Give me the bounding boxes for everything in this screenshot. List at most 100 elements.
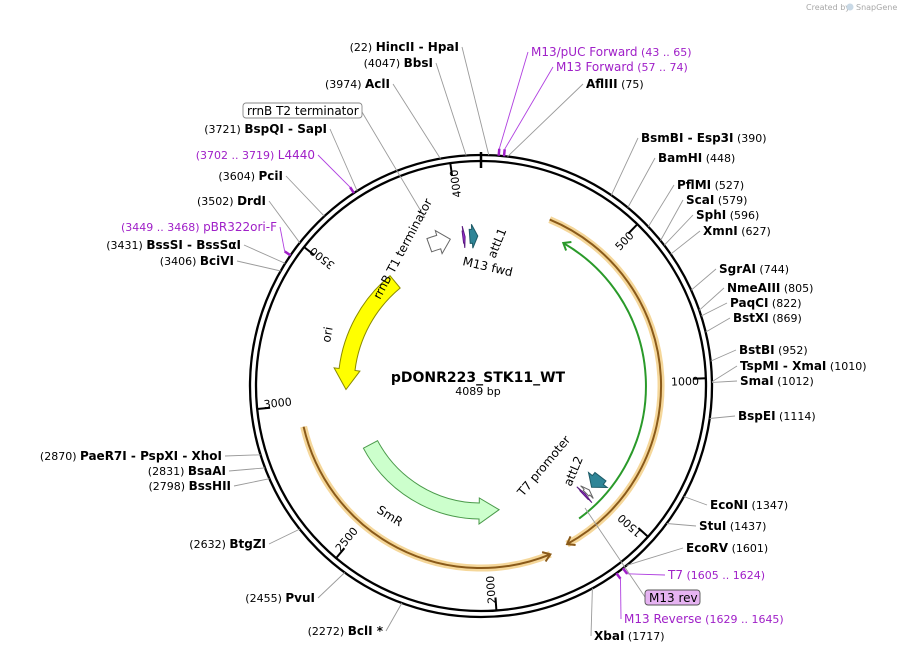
site-label-drdi[interactable]: (3502) DrdI [197, 194, 266, 208]
site-label-hincii[interactable]: (22) HincII - HpaI [350, 40, 459, 54]
feature-ori[interactable] [333, 274, 401, 391]
site-label-bspei[interactable]: BspEI (1114) [738, 409, 816, 423]
orf-arrow[interactable] [561, 241, 647, 520]
site-label-pvui[interactable]: (2455) PvuI [245, 591, 315, 605]
feature-label-t7-promoter: T7 promoter [514, 433, 573, 500]
site-label-bcivi[interactable]: (3406) BciVI [160, 254, 234, 268]
site-position: (1114) [776, 410, 816, 423]
site-enzyme-name-2: XmaI [792, 359, 826, 373]
primer-bind-site [284, 250, 292, 257]
site-label-bspqi[interactable]: (3721) BspQI - SapI [204, 122, 327, 136]
site-label-xmni[interactable]: XmnI (627) [703, 224, 771, 238]
site-leader [710, 349, 737, 362]
primer-bind-site [615, 572, 622, 580]
site-enzyme-name: XbaI [594, 629, 624, 643]
site-label-nmeaiii[interactable]: NmeAIII (805) [727, 281, 813, 295]
feature-m13-fwd[interactable] [461, 225, 466, 248]
site-label-afliii[interactable]: AflIII (75) [586, 77, 644, 91]
site-label-ecorv[interactable]: EcoRV (1601) [686, 541, 768, 555]
primer-range: (43 .. 65) [638, 46, 692, 59]
site-label-sphi[interactable]: SphI (596) [696, 208, 759, 222]
site-label-paer7i[interactable]: (2870) PaeR7I - PspXI - XhoI [40, 449, 222, 463]
site-label-btgzi[interactable]: (2632) BtgZI [189, 537, 266, 551]
primer-label-l4440[interactable]: (3702 .. 3719) L4440 [196, 148, 315, 162]
primer-name: pBR322ori-F [203, 220, 277, 234]
primer-label-m13-puc-forward[interactable]: M13/pUC Forward (43 .. 65) [531, 45, 692, 59]
site-leader [236, 260, 281, 272]
site-label-bsaai[interactable]: (2831) BsaAI [148, 464, 226, 478]
site-label-bsshii[interactable]: (2798) BssHII [149, 479, 231, 493]
primer-label-m13-reverse[interactable]: M13 Reverse (1629 .. 1645) [624, 612, 784, 626]
site-label-stui[interactable]: StuI (1437) [699, 519, 766, 533]
primer-name: T7 [667, 568, 683, 582]
site-label-sgrai[interactable]: SgrAI (744) [719, 262, 789, 276]
m13-rev-label[interactable]: M13 rev [644, 589, 701, 606]
feature-label-attl1: attL1 [485, 226, 510, 260]
site-enzyme-name: BamHI [658, 151, 702, 165]
site-position: (448) [702, 152, 735, 165]
primer-leader [498, 51, 529, 149]
site-leader [268, 200, 301, 244]
site-enzyme-name: HincII [376, 40, 415, 54]
primer-label-t7[interactable]: T7 (1605 .. 1624) [667, 568, 765, 582]
orf-arrow[interactable] [300, 425, 553, 572]
primer-label-m13-forward[interactable]: M13 Forward (57 .. 74) [556, 60, 688, 74]
feature-smr[interactable] [362, 440, 501, 525]
tick-4000 [449, 162, 454, 177]
site-position: (4047) [364, 57, 404, 70]
site-enzyme-name: BciVI [200, 254, 234, 268]
site-position: (1437) [726, 520, 766, 533]
feature-rrnb-t1-terminator[interactable] [426, 229, 451, 255]
site-label-bamhi[interactable]: BamHI (448) [658, 151, 735, 165]
site-label-scai[interactable]: ScaI (579) [686, 193, 747, 207]
snapgene-logo-icon [846, 3, 854, 11]
site-leader [627, 157, 656, 208]
site-enzyme-name: SgrAI [719, 262, 756, 276]
site-position: (1010) [826, 360, 866, 373]
site-label-tspmi[interactable]: TspMI - XmaI (1010) [740, 359, 866, 373]
site-position: (2870) [40, 450, 80, 463]
site-leader [243, 244, 286, 264]
site-label-smai[interactable]: SmaI (1012) [740, 374, 814, 388]
feature-t7-promoter[interactable] [580, 485, 594, 499]
site-label-bstxi[interactable]: BstXI (869) [733, 311, 802, 325]
snapgene-credit[interactable]: Created by SnapGene [806, 3, 897, 12]
primer-label-pbr322ori-f[interactable]: (3449 .. 3468) pBR322ori-F [121, 220, 277, 234]
site-leader [590, 588, 593, 637]
site-label-bstbi[interactable]: BstBI (952) [739, 343, 808, 357]
site-label-bsmbi[interactable]: BsmBI - Esp3I (390) [641, 131, 767, 145]
site-label-bbsi[interactable]: (4047) BbsI [364, 56, 433, 70]
site-enzyme-name-3: XhoI [191, 449, 222, 463]
credit-text: Created by [806, 3, 850, 12]
site-position: (627) [738, 225, 771, 238]
plasmid-length: 4089 bp [455, 385, 500, 398]
feature-label-attl2: attL2 [561, 454, 586, 488]
feature-attl1[interactable] [468, 224, 479, 249]
site-position: (952) [775, 344, 808, 357]
feature-attl2[interactable] [587, 471, 609, 489]
primer-name: M13 Reverse [624, 612, 702, 626]
site-label-paqci[interactable]: PaqCI (822) [730, 296, 802, 310]
primer-leader [317, 154, 351, 188]
site-leader [228, 467, 266, 472]
orf-arrows [300, 216, 665, 572]
site-enzyme-name: BspEI [738, 409, 776, 423]
orf-line [549, 218, 663, 545]
feature-m13-rev[interactable] [576, 486, 593, 504]
site-leader [435, 62, 467, 156]
site-label-xbai[interactable]: XbaI (1717) [594, 629, 664, 643]
site-label-acli[interactable]: (3974) AclI [325, 77, 390, 91]
site-label-pflmi[interactable]: PflMI (527) [677, 178, 744, 192]
site-label-bsssi[interactable]: (3431) BssSI - BssSαI [106, 238, 241, 252]
orf-head [541, 551, 553, 563]
rrnb-t2-leader [361, 111, 426, 219]
site-position: (3604) [218, 170, 258, 183]
site-label-bcli[interactable]: (2272) BclI * [308, 624, 384, 638]
rrnb-t2-terminator-label[interactable]: rrnB T2 terminator [242, 102, 363, 119]
site-position: (822) [768, 297, 801, 310]
orf-arrow[interactable] [548, 216, 665, 548]
feature-label-m13-fwd: M13 fwd [461, 254, 514, 279]
tick-label-4000: 4000 [447, 169, 464, 199]
site-label-econi[interactable]: EcoNI (1347) [710, 498, 788, 512]
site-label-pcii[interactable]: (3604) PciI [218, 169, 283, 183]
